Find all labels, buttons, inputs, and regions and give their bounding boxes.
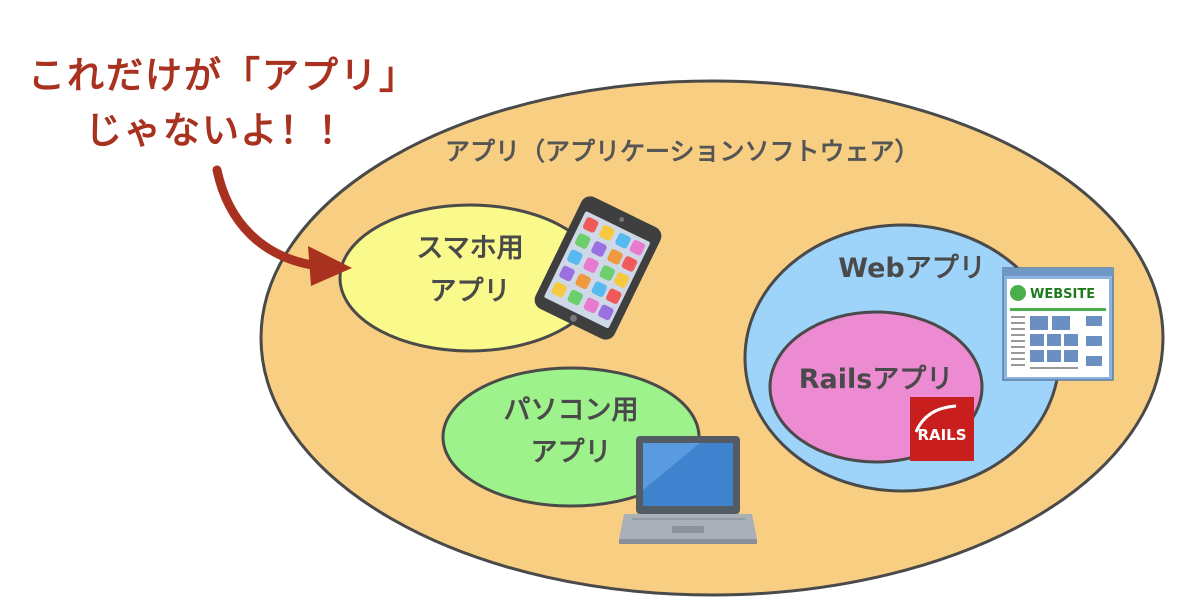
outer-app-label: アプリ（アプリケーションソフトウェア）: [445, 137, 920, 166]
smartphone-app-label-line2: アプリ: [430, 276, 511, 307]
laptop-icon: [619, 436, 757, 544]
rails-logo-icon: RAILS: [910, 397, 974, 461]
pc-app-label-line2: アプリ: [531, 437, 612, 468]
web-app-label: Webアプリ: [838, 253, 985, 284]
callout-line2: じゃないよ！！: [85, 109, 357, 152]
rails-logo-text: RAILS: [917, 426, 966, 444]
website-banner-text: WEBSITE: [1030, 287, 1095, 302]
pc-app-label-line1: パソコン用: [504, 395, 639, 426]
callout-line1: これだけが「アプリ」: [28, 54, 418, 97]
rails-app-label: Railsアプリ: [799, 364, 954, 395]
callout-arrow: [212, 165, 352, 286]
smartphone-icon: [534, 196, 662, 340]
smartphone-app-label-line1: スマホ用: [416, 233, 523, 264]
website-icon: WEBSITE: [1002, 267, 1114, 381]
